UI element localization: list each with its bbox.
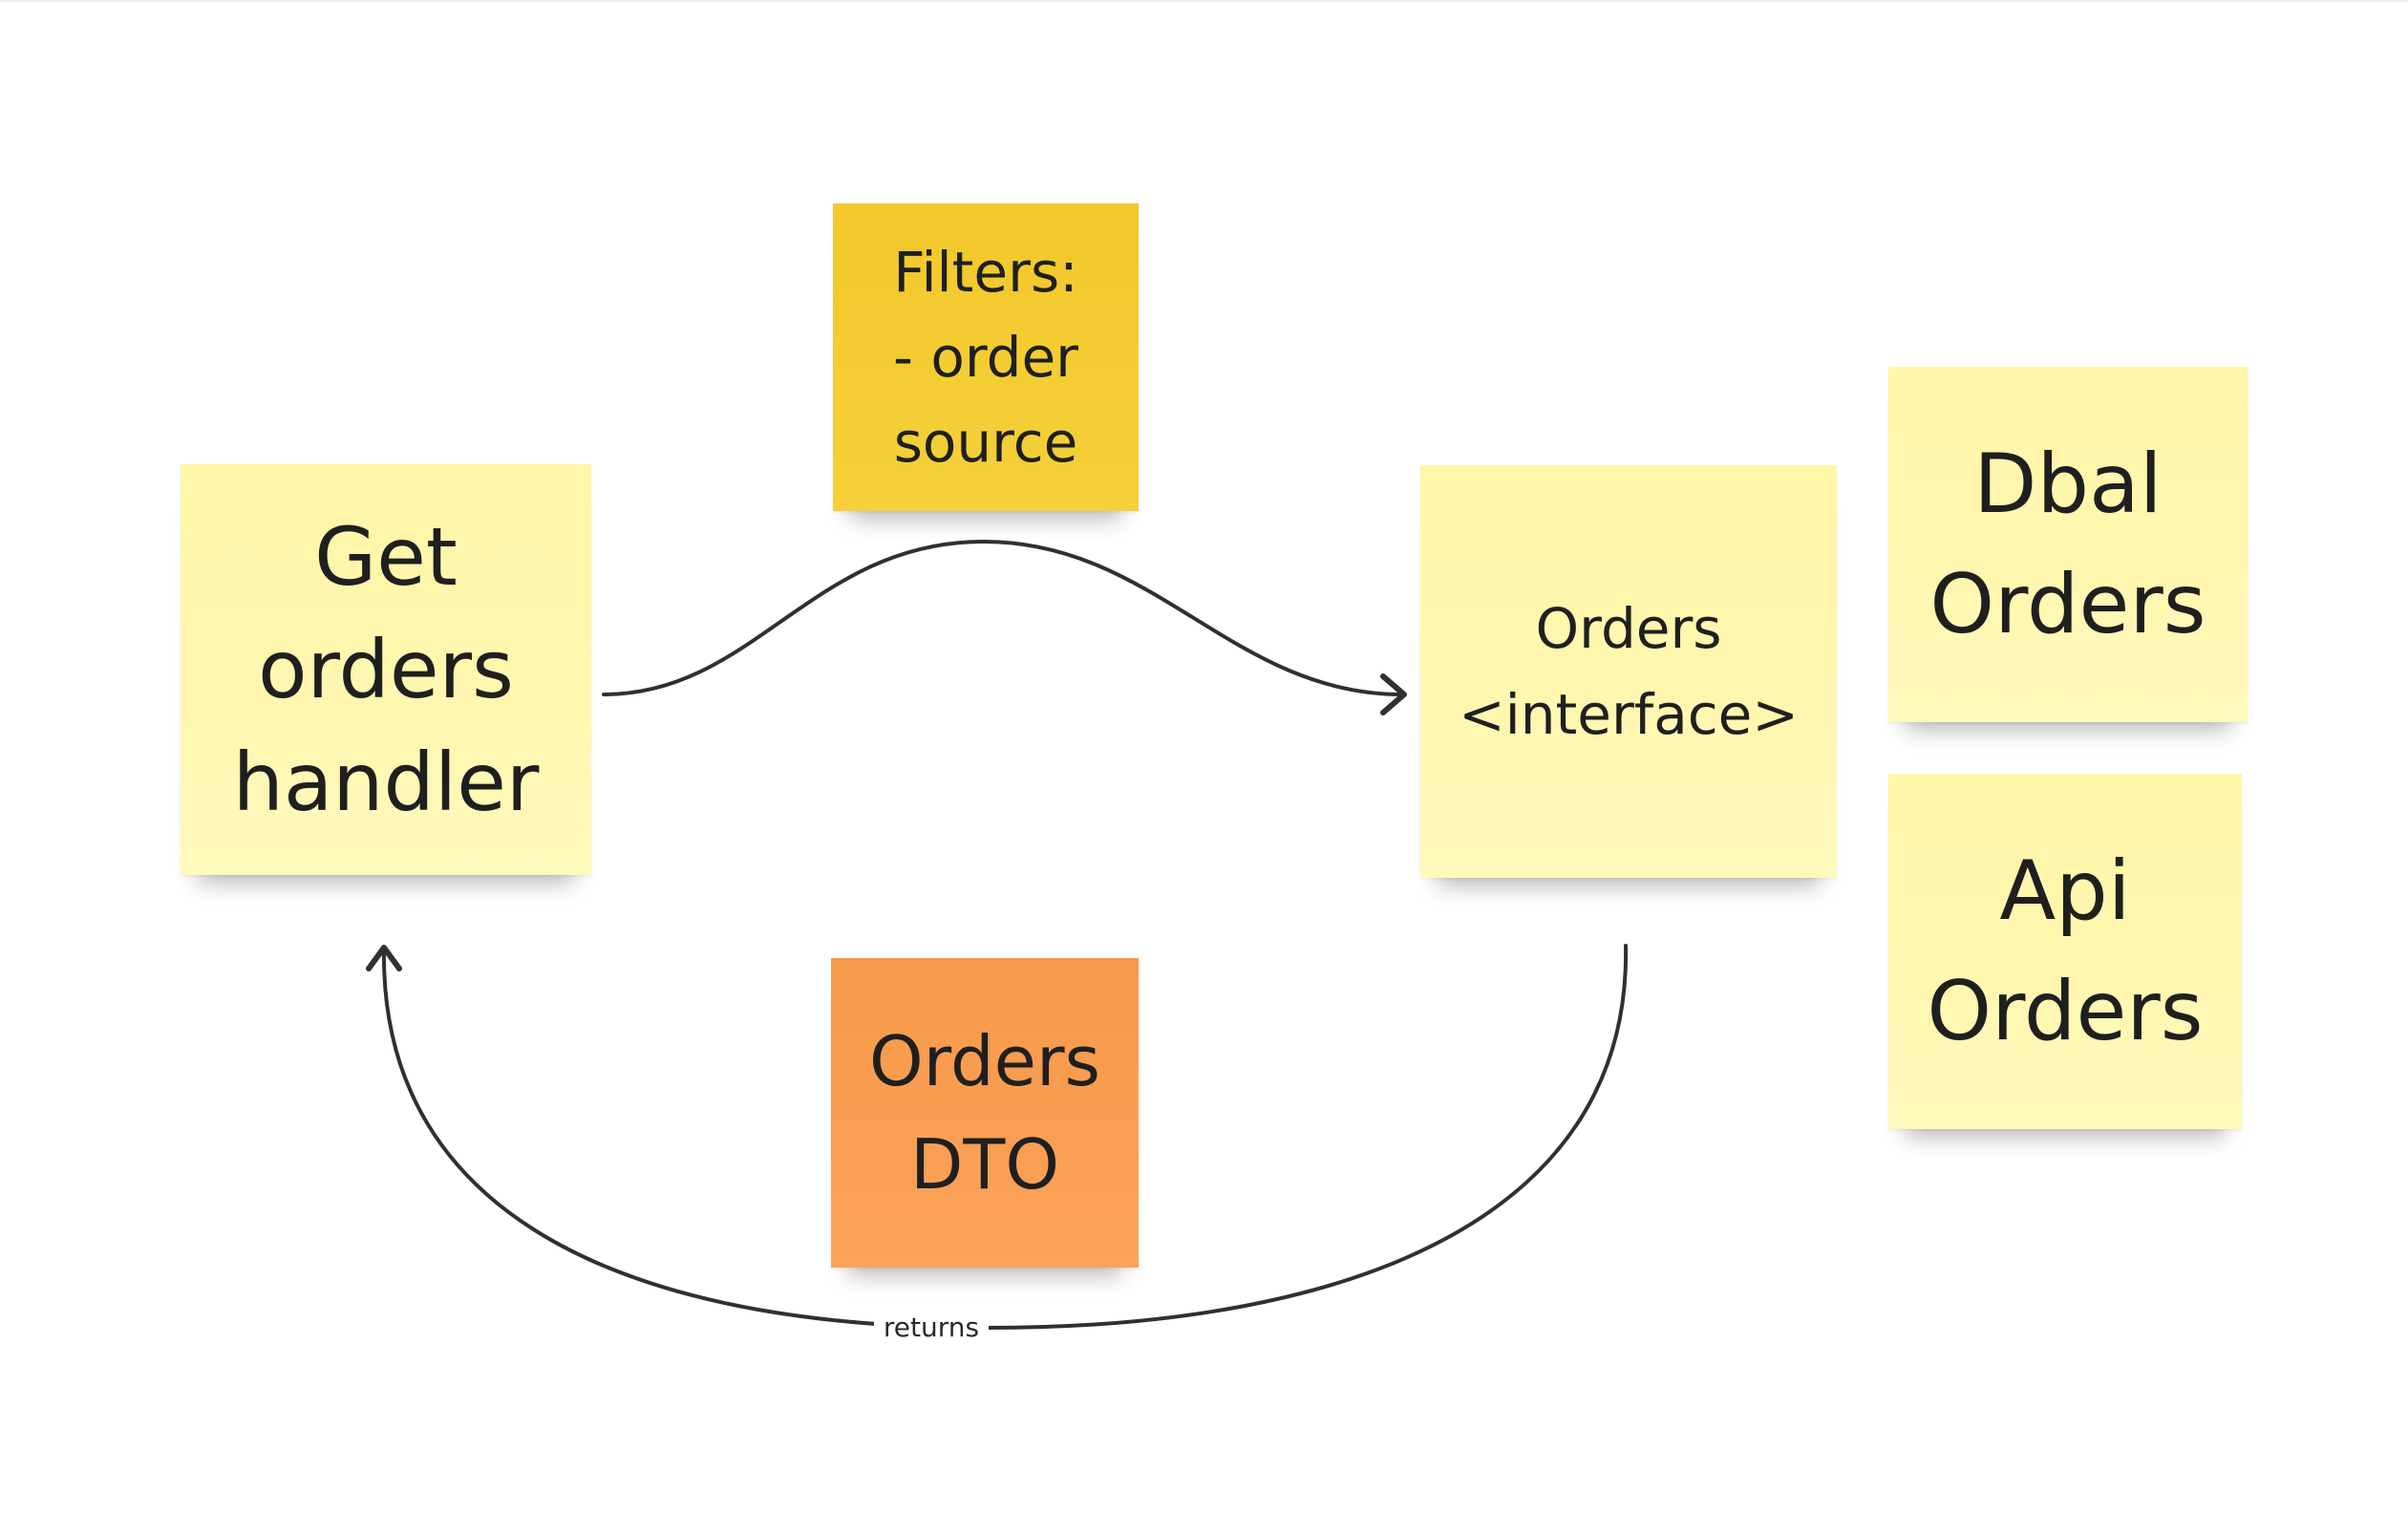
sticky-note-orders-dto[interactable]: Orders DTO [831, 958, 1139, 1268]
sticky-note-label: Api Orders [1927, 843, 2204, 1059]
sticky-note-label: Get orders handler [232, 510, 540, 829]
sticky-note-label: Dbal Orders [1929, 437, 2206, 652]
sticky-note-label: Filters: - order source [892, 239, 1079, 475]
arrowhead-right [1380, 673, 1407, 715]
sticky-note-orders-interface[interactable]: Orders <interface> [1420, 465, 1837, 878]
arrowhead-up [366, 945, 402, 971]
sticky-note-get-orders-handler[interactable]: Get orders handler [181, 464, 591, 875]
connector-handler-to-interface[interactable] [602, 539, 1404, 696]
sticky-note-label: Orders <interface> [1459, 596, 1799, 747]
sticky-note-filters[interactable]: Filters: - order source [833, 203, 1139, 511]
sticky-note-api-orders[interactable]: Api Orders [1888, 774, 2242, 1129]
sticky-note-label: Orders DTO [868, 1021, 1101, 1205]
sticky-note-dbal-orders[interactable]: Dbal Orders [1888, 367, 2248, 722]
connector-label-returns: returns [874, 1309, 989, 1347]
